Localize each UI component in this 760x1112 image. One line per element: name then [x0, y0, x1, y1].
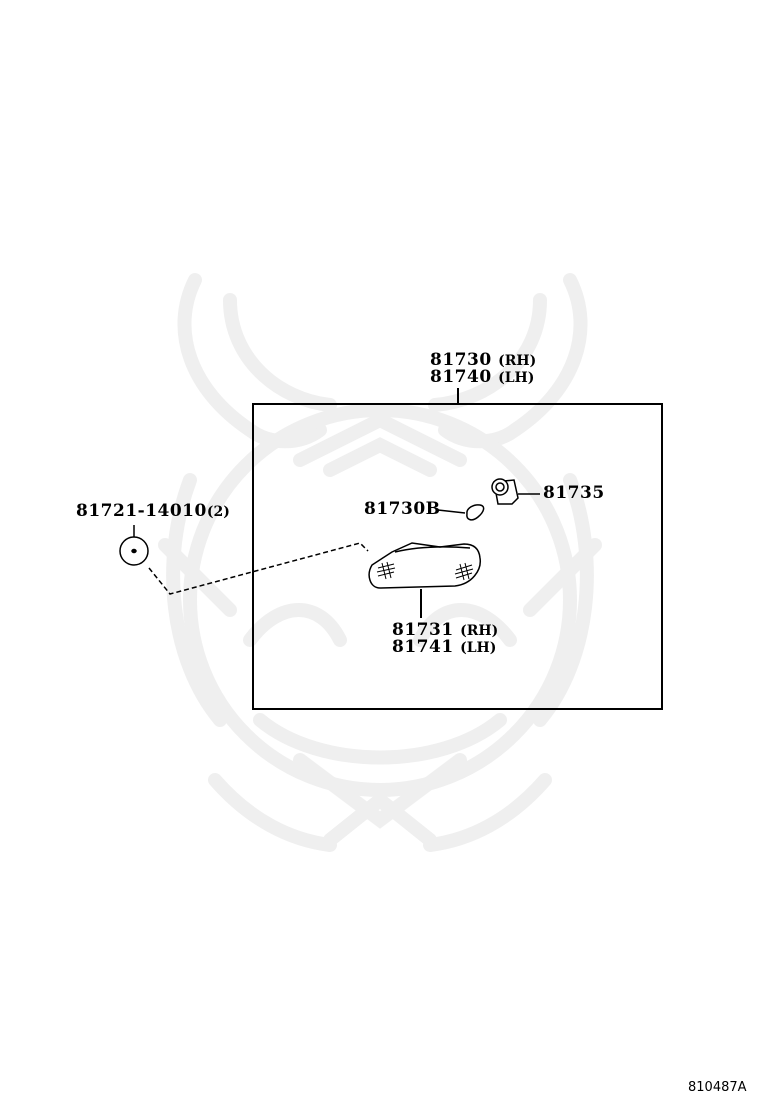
side-indicator: (RH) [498, 353, 537, 369]
part-number: 81735 [543, 483, 605, 503]
grommet-icon [119, 536, 149, 566]
part-number: 81730 [430, 350, 492, 370]
grommet-position-dashed-line [148, 542, 369, 595]
part-number: 81731 [392, 620, 454, 640]
bulb-leader-line [437, 509, 466, 514]
quantity-indicator: (2) [206, 504, 230, 520]
side-indicator: (LH) [498, 370, 535, 386]
callout-assembly-lh: 81740 (LH) [430, 369, 534, 387]
callout-bulb: 81730B [364, 501, 441, 518]
side-indicator: (RH) [460, 623, 499, 639]
part-number: 81721-14010 [76, 501, 207, 521]
part-number: 81730B [364, 499, 441, 519]
callout-grommet: 81721-14010(2) [76, 503, 230, 521]
side-indicator: (LH) [460, 640, 497, 656]
socket-icon [491, 478, 519, 505]
callout-socket: 81735 [543, 485, 605, 502]
figure-code: 810487A [688, 1080, 747, 1095]
bulb-icon [466, 504, 485, 521]
callout-assembly-rh: 81730 (RH) [430, 352, 536, 370]
lens-icon [368, 542, 481, 589]
part-number: 81741 [392, 637, 454, 657]
callout-lens-rh: 81731 (RH) [392, 622, 498, 640]
part-number: 81740 [430, 367, 492, 387]
callout-lens-lh: 81741 (LH) [392, 639, 496, 657]
